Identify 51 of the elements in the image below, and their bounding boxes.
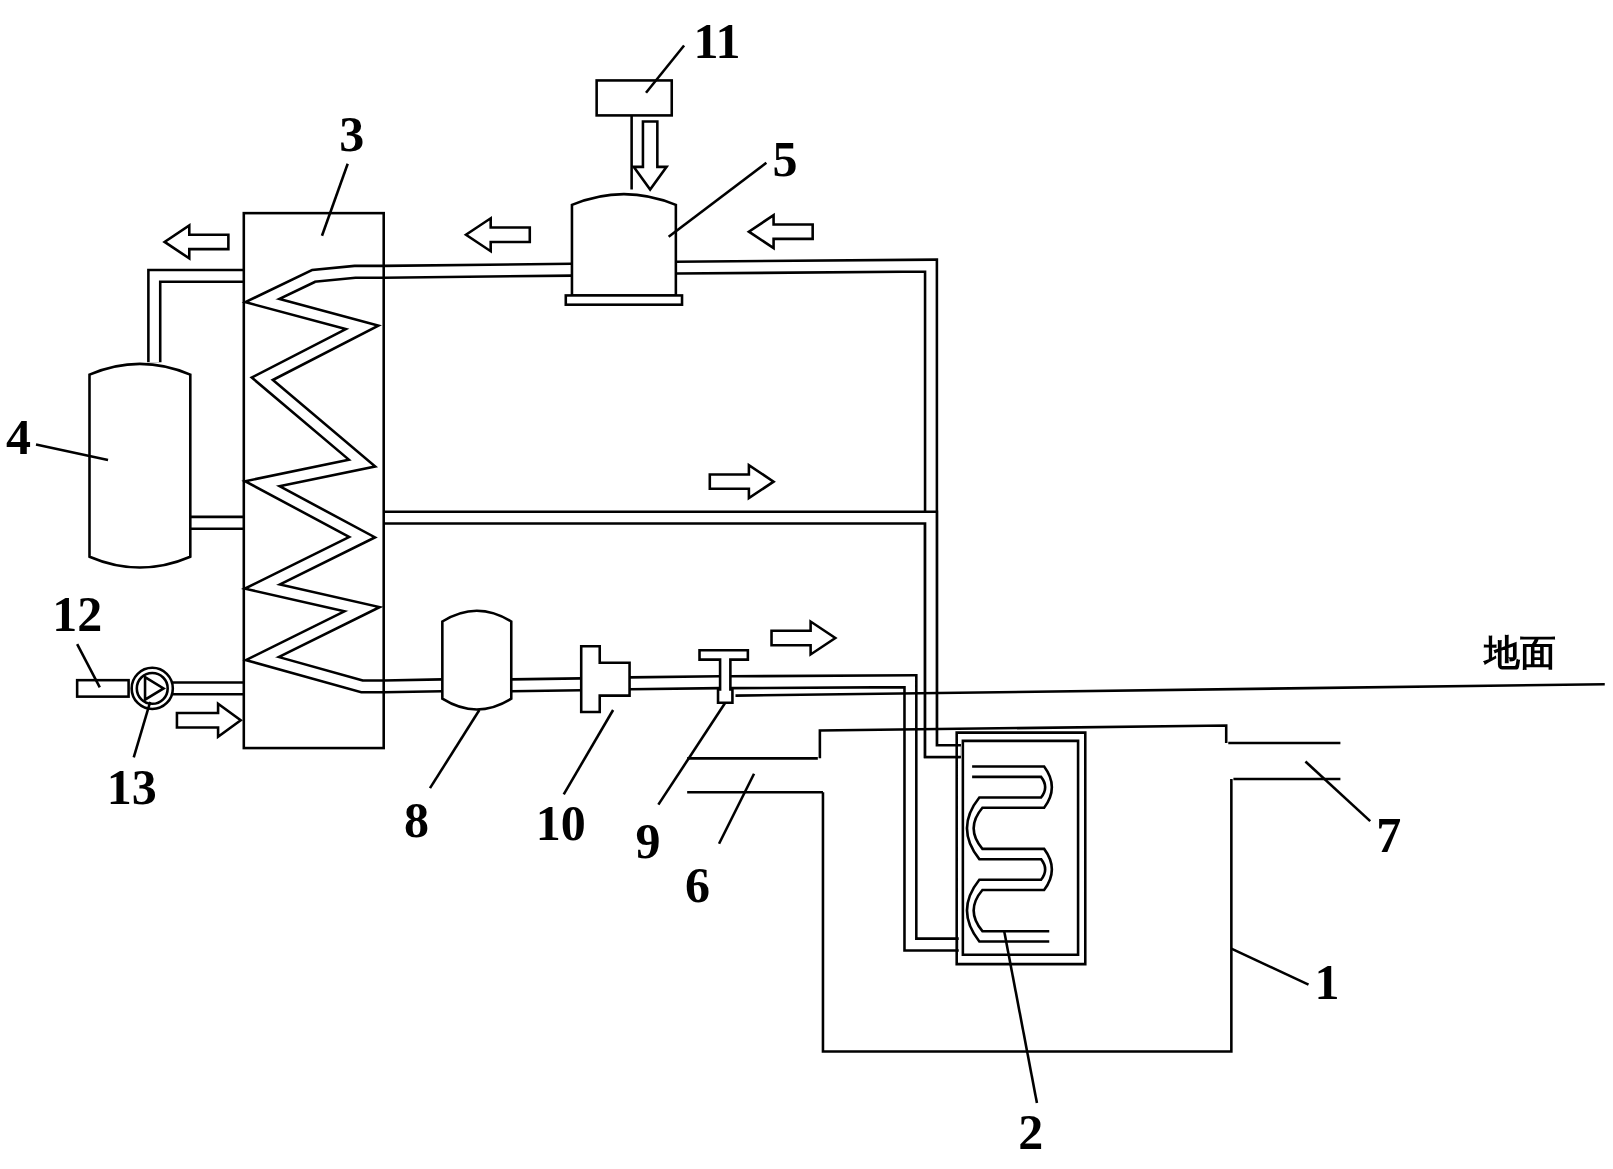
block-arrow [631,120,670,192]
pipe [511,677,582,693]
tank-drawing [441,609,513,711]
pipe-drawing [685,757,825,794]
drive-rod [630,115,633,190]
valve-symbol [698,649,750,705]
leader-line [1304,760,1372,823]
pipe [147,268,244,363]
compressor-drawing [564,192,684,306]
tank-drawing [88,362,192,569]
pipe [730,673,959,952]
callout-number: 13 [106,761,157,812]
callout-number: 2 [1018,1106,1044,1157]
pipe [629,675,721,691]
leader-line [132,701,152,758]
callout-number: 10 [535,797,586,848]
pipe-drawing [1227,741,1342,781]
block-arrow [175,701,243,740]
callout-number: 6 [684,859,710,910]
callout-number: 9 [635,816,661,867]
leader-line [76,643,101,688]
leader-line [562,709,615,795]
leader-line [645,44,686,94]
leader-line [657,702,727,806]
leader-line [667,161,768,238]
callout-number: 5 [772,134,798,185]
coil-drawing [955,731,1087,966]
callout-number: 7 [1376,810,1402,861]
exchanger-housing [242,211,385,750]
pump-symbol [130,666,175,711]
pit-drawing [818,724,1233,1053]
leader-line [35,443,109,462]
callout-number: 8 [404,794,430,845]
pipe [383,678,443,694]
pipe-stub [75,678,130,698]
callout-number: 1 [1314,957,1340,1008]
pipe [383,510,961,759]
callout-number: 11 [693,16,741,67]
leader-line [320,163,349,237]
leader-line [1002,929,1039,1104]
leader-line [428,709,481,789]
leader-line [717,773,756,845]
valve-symbol [579,644,631,714]
leader-line [1230,947,1310,986]
pipe [171,681,244,696]
pipe [190,515,244,530]
callout-number: 12 [52,589,103,640]
callout-number: 3 [339,108,365,159]
callout-number: 4 [6,412,31,463]
ground-label: 地面 [1484,635,1557,672]
actuator-box [595,79,674,117]
